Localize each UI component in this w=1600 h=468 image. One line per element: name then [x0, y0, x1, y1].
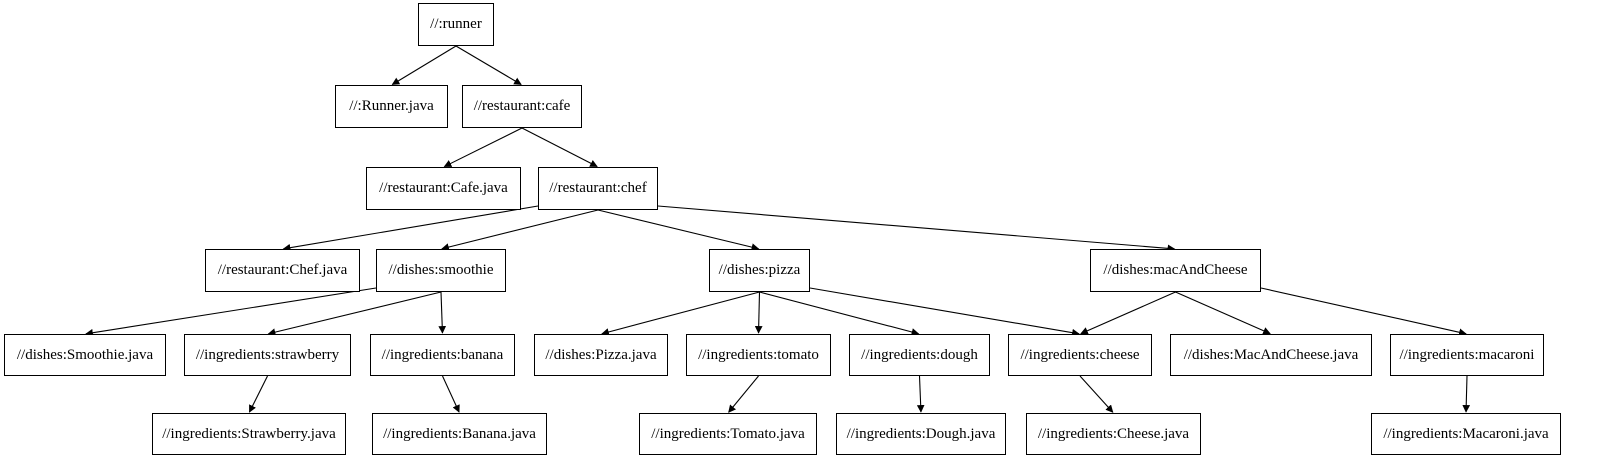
graph-node-cafe_java[interactable]: //restaurant:Cafe.java — [366, 167, 521, 210]
graph-node-label: //dishes:Smoothie.java — [16, 346, 154, 363]
graph-node-label: //ingredients:Cheese.java — [1037, 425, 1190, 442]
graph-node-label: //restaurant:cafe — [473, 98, 571, 114]
graph-node-cheese[interactable]: //ingredients:cheese — [1008, 334, 1152, 376]
graph-node-chef_java[interactable]: //restaurant:Chef.java — [205, 249, 360, 292]
graph-node-label: //dishes:smoothie — [388, 262, 494, 278]
graph-node-label: //dishes:pizza — [718, 262, 801, 278]
graph-node-pizza_java[interactable]: //dishes:Pizza.java — [534, 334, 668, 376]
graph-node-label: //:runner — [430, 16, 482, 32]
graph-node-tomato[interactable]: //ingredients:tomato — [686, 334, 831, 376]
graph-node-dough_java[interactable]: //ingredients:Dough.java — [836, 413, 1006, 455]
graph-node-label: //dishes:macAndCheese — [1103, 262, 1248, 278]
graph-node-label: //ingredients:strawberry — [195, 346, 340, 363]
graph-node-banana[interactable]: //ingredients:banana — [370, 334, 515, 376]
graph-node-strawberry_java[interactable]: //ingredients:Strawberry.java — [152, 413, 346, 455]
graph-node-label: //ingredients:tomato — [698, 346, 819, 363]
graph-node-label: //ingredients:cheese — [1020, 346, 1140, 363]
graph-node-label: //:Runner.java — [349, 98, 434, 114]
graph-node-tomato_java[interactable]: //ingredients:Tomato.java — [639, 413, 817, 455]
graph-node-chef[interactable]: //restaurant:chef — [538, 167, 658, 210]
graph-node-smoothie_java[interactable]: //dishes:Smoothie.java — [4, 334, 166, 376]
graph-node-label: //restaurant:chef — [549, 180, 647, 196]
graph-node-label: //dishes:Pizza.java — [545, 346, 657, 363]
graph-node-label: //ingredients:Banana.java — [383, 425, 536, 442]
graph-node-label: //ingredients:macaroni — [1399, 346, 1535, 363]
graph-node-label: //ingredients:Macaroni.java — [1383, 425, 1549, 442]
graph-node-label: //restaurant:Chef.java — [217, 262, 348, 278]
graph-node-label: //ingredients:dough — [861, 346, 978, 363]
graph-node-label: //ingredients:Dough.java — [846, 425, 996, 442]
graph-node-dough[interactable]: //ingredients:dough — [849, 334, 990, 376]
graph-node-cafe[interactable]: //restaurant:cafe — [462, 85, 582, 128]
graph-node-label: //ingredients:Strawberry.java — [162, 425, 336, 442]
graph-node-pizza[interactable]: //dishes:pizza — [709, 249, 810, 292]
graph-node-label: //ingredients:Tomato.java — [651, 425, 805, 442]
graph-node-label: //dishes:MacAndCheese.java — [1183, 346, 1359, 363]
graph-node-label: //restaurant:Cafe.java — [379, 180, 508, 196]
graph-node-label: //ingredients:banana — [381, 346, 504, 363]
graph-node-macandcheese_java[interactable]: //dishes:MacAndCheese.java — [1170, 334, 1372, 376]
graph-node-macandcheese[interactable]: //dishes:macAndCheese — [1090, 249, 1261, 292]
graph-node-cheese_java[interactable]: //ingredients:Cheese.java — [1026, 413, 1201, 455]
graph-node-banana_java[interactable]: //ingredients:Banana.java — [372, 413, 547, 455]
graph-node-macaroni_java[interactable]: //ingredients:Macaroni.java — [1371, 413, 1561, 455]
graph-node-runner[interactable]: //:runner — [418, 3, 494, 46]
graph-node-macaroni[interactable]: //ingredients:macaroni — [1390, 334, 1544, 376]
graph-node-strawberry[interactable]: //ingredients:strawberry — [184, 334, 351, 376]
graph-node-runner_java[interactable]: //:Runner.java — [335, 85, 448, 128]
graph-node-smoothie[interactable]: //dishes:smoothie — [376, 249, 506, 292]
